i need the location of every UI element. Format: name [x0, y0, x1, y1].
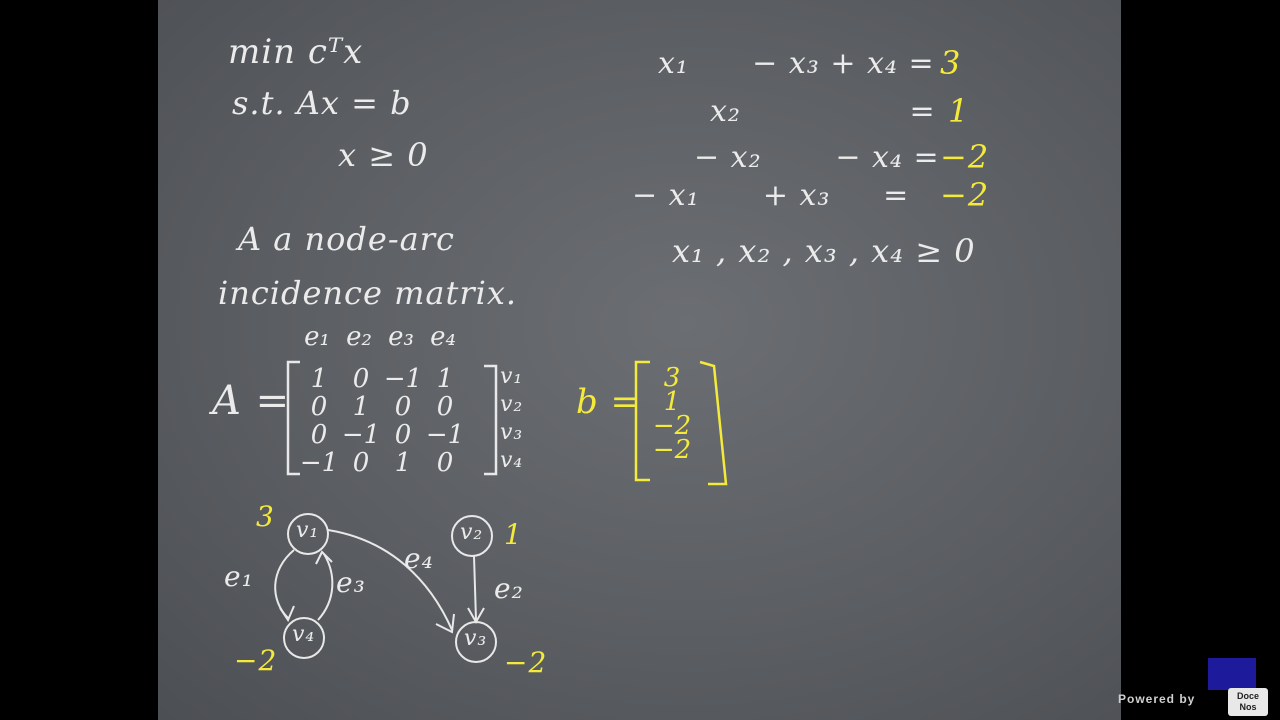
matrix-left-bracket: [286, 360, 300, 476]
equation-2-rhs: 1: [948, 92, 970, 130]
powered-by-text: Powered by: [1118, 692, 1196, 706]
chalkboard: [158, 0, 1121, 720]
edge-label-e4: e₄: [404, 542, 434, 575]
matrix-cell: 0: [310, 392, 328, 422]
equation-3: − x₂ − x₄ =: [694, 140, 940, 175]
matrix-cell: 0: [436, 448, 454, 478]
bvec-value: −2: [652, 435, 692, 465]
matrix-right-bracket: [484, 364, 498, 476]
matrix-row: −1 0 1 0: [298, 448, 466, 478]
edge-e3-arrowhead: [315, 550, 333, 565]
matrix-row-labels: v₁ v₂ v₃ v₄: [500, 364, 523, 476]
node-label-v3: v₃: [464, 626, 488, 651]
edge-e3: [317, 553, 334, 621]
matrix-cell: 0: [310, 420, 328, 450]
matrix-row: 0 −1 0 −1: [298, 420, 466, 450]
row-label: v₂: [500, 392, 524, 417]
row-label: v₃: [500, 420, 524, 445]
brand-block: [1208, 658, 1256, 690]
equation-4-rhs: −2: [940, 176, 990, 214]
bvec-value: 3: [663, 363, 681, 393]
matrix-cell: −1: [383, 364, 423, 394]
note-line-2: incidence matrix.: [218, 274, 518, 312]
edge-e1: [274, 549, 295, 619]
column-header: e₃: [388, 322, 414, 352]
matrix-cell: −1: [299, 448, 339, 478]
bvec-left-bracket: [634, 360, 650, 482]
row-label: v₄: [500, 448, 524, 473]
matrix-cell: 1: [394, 448, 412, 478]
node-v2: [451, 515, 493, 557]
bvec-value: −2: [652, 411, 692, 441]
lp-objective: min cᵀx: [228, 32, 364, 72]
matrix-cell: 1: [352, 392, 370, 422]
edge-e2-arrowhead: [467, 607, 485, 625]
column-header: e₄: [430, 322, 456, 352]
note-line-1: A a node-arc: [238, 220, 455, 258]
matrix-column-headers: e₁ e₂ e₃ e₄: [296, 322, 464, 352]
equations-nonnegativity: x₁ , x₂ , x₃ , x₄ ≥ 0: [672, 232, 976, 270]
matrix-cell: 0: [436, 392, 454, 422]
edge-label-e2: e₂: [494, 572, 524, 605]
doceno-logo[interactable]: Doce Nos: [1228, 688, 1268, 716]
bvec-label: b =: [576, 382, 641, 422]
row-label: v₁: [500, 364, 524, 389]
equation-3-rhs: −2: [940, 138, 990, 176]
matrix-cell: 0: [394, 392, 412, 422]
edge-label-e3: e₃: [336, 566, 366, 599]
matrix-row: 0 1 0 0: [298, 392, 466, 422]
supply-v1: 3: [256, 500, 275, 533]
matrix-cell: −1: [425, 420, 465, 450]
matrix-cell: 0: [394, 420, 412, 450]
edge-e4: [327, 529, 453, 631]
supply-v3: −2: [504, 646, 548, 679]
matrix-body: 1 0 −1 1 0 1 0 0 0 −1 0 −1 −1 0 1 0: [298, 364, 466, 478]
matrix-label: A =: [212, 378, 291, 424]
equation-1: x₁ − x₃ + x₄ =: [658, 46, 935, 81]
matrix-cell: 1: [310, 364, 328, 394]
edge-e4-arrowhead: [435, 613, 455, 634]
edge-e2: [473, 555, 477, 621]
bvec-values: 3 1 −2 −2: [642, 363, 702, 465]
supply-v4: −2: [234, 644, 278, 677]
equation-4: − x₁ + x₃ =: [632, 178, 910, 213]
node-v4: [283, 617, 325, 659]
column-header: e₁: [304, 322, 330, 352]
edge-e1-arrowhead: [279, 605, 295, 623]
node-label-v4: v₄: [292, 622, 316, 647]
lp-nonnegativity: x ≥ 0: [338, 136, 429, 174]
lp-constraint: s.t. Ax = b: [232, 84, 412, 122]
bvec-value: 1: [663, 387, 681, 417]
bvec-right-bracket: [699, 360, 728, 486]
node-label-v1: v₁: [296, 518, 320, 543]
edge-label-e1: e₁: [224, 560, 254, 593]
column-header: e₂: [346, 322, 372, 352]
matrix-cell: 1: [436, 364, 454, 394]
node-label-v2: v₂: [460, 520, 484, 545]
matrix-cell: 0: [352, 364, 370, 394]
supply-v2: 1: [504, 518, 523, 551]
equation-2: x₂ =: [710, 94, 936, 129]
node-v1: [287, 513, 329, 555]
matrix-cell: 0: [352, 448, 370, 478]
matrix-cell: −1: [341, 420, 381, 450]
equation-1-rhs: 3: [940, 44, 962, 82]
matrix-row: 1 0 −1 1: [298, 364, 466, 394]
